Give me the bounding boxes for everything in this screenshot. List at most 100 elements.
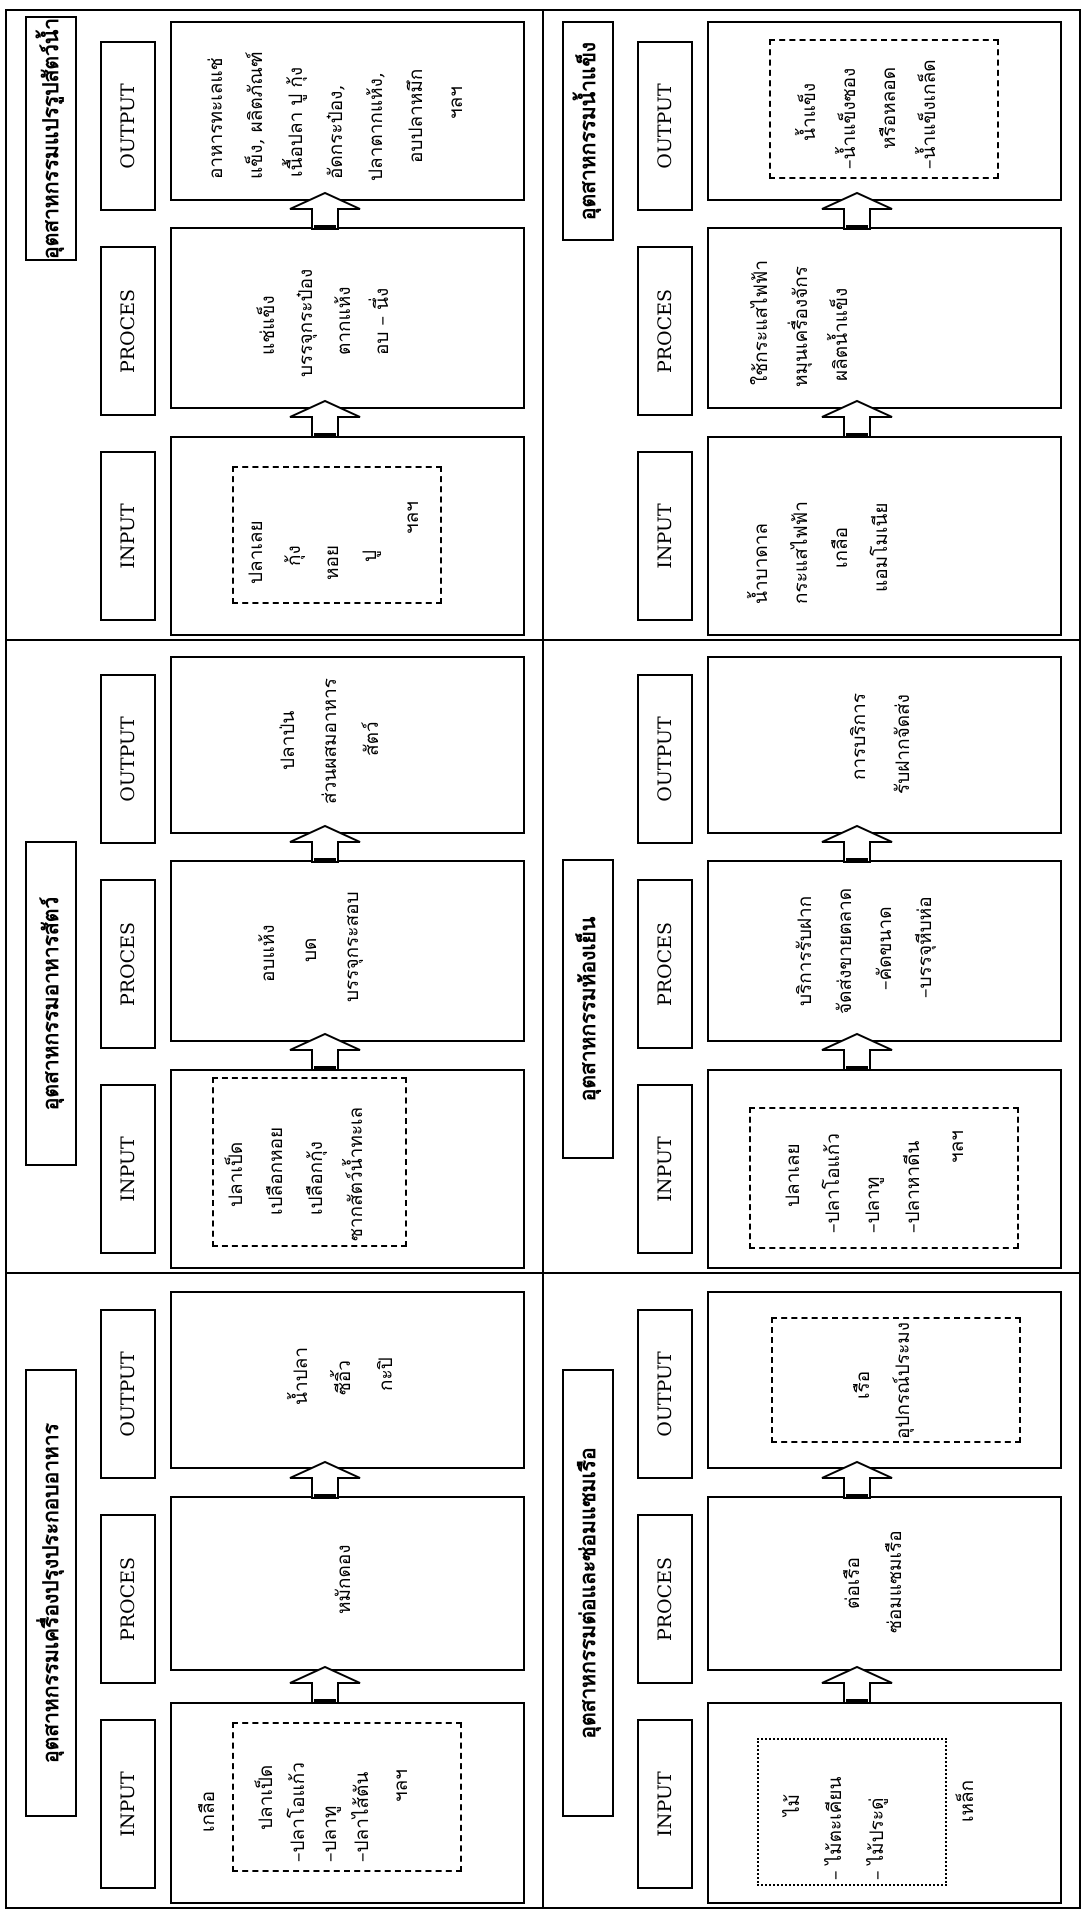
- process-line: ซ่อมแซมเรือ: [884, 1530, 906, 1633]
- output-box: เรือ อุปกรณ์ประมง: [707, 1291, 1062, 1469]
- input-box: ไม้ – ไม้ตะเคียน – ไม้ประดู่ เหล็ก: [707, 1702, 1062, 1904]
- output-box: การบริการ รับฝากจัดส่ง: [707, 656, 1062, 834]
- flow-arrow-icon: [289, 1460, 361, 1499]
- panel-title: อุตสาหกรรมน้ำแข็ง: [562, 21, 614, 241]
- input-line: –ปลาโอแก้ว: [822, 1133, 844, 1233]
- output-header: OUTPUT: [637, 1309, 693, 1479]
- input-header: INPUT: [100, 1719, 156, 1889]
- panel-title: อุตสาหกรรมห้องเย็น: [562, 859, 614, 1159]
- process-line: แช่แข็ง: [257, 295, 279, 355]
- flow-arrow-icon: [821, 399, 893, 438]
- process-line: จัดส่งขายตลาด: [834, 887, 856, 1014]
- process-header: PROCES: [100, 1514, 156, 1684]
- input-line: ปลาเลย: [782, 1143, 804, 1207]
- process-line: อบแห้ง: [257, 924, 279, 982]
- input-line: –ปลาโอแก้ว: [287, 1762, 309, 1862]
- input-header: INPUT: [100, 451, 156, 621]
- output-line: สัตว์: [361, 721, 383, 756]
- process-header: PROCES: [637, 1514, 693, 1684]
- output-line: –น้ำแข็งเกล็ด: [918, 59, 940, 169]
- output-line: –น้ำแข็งซอง: [838, 67, 860, 169]
- flow-arrow-icon: [289, 1032, 361, 1071]
- input-line: เกลือ: [830, 526, 852, 568]
- output-line: ฯลฯ: [445, 86, 467, 119]
- flow-arrow-icon: [821, 191, 893, 230]
- panel-title: อุตสาหกรรมเครื่องปรุงประกอบอาหาร: [25, 1369, 77, 1817]
- process-line: ผลิตน้ำแข็ง: [830, 287, 852, 381]
- flow-arrow-icon: [821, 824, 893, 863]
- process-line: หมุนเครื่องจักร: [790, 266, 812, 387]
- output-box: อาหารทะเลแช่ แข็ง, ผลิตภัณฑ์ เนื้อปลา ปู…: [170, 21, 525, 201]
- output-line: ปลาตากแห้ง,: [365, 72, 387, 181]
- output-line: เนื้อปลา ปู กุ้ง: [285, 66, 307, 177]
- input-line: –ปลาทู: [862, 1176, 884, 1233]
- flow-arrow-icon: [289, 1665, 361, 1704]
- input-line: – ไม้ตะเคียน: [824, 1776, 846, 1881]
- input-header: INPUT: [100, 1084, 156, 1254]
- flow-arrow-icon: [821, 1032, 893, 1071]
- input-line: เกลือ: [197, 1790, 219, 1832]
- output-line: การบริการ: [848, 692, 870, 780]
- process-box: แช่แข็ง บรรจุกระป๋อง ตากแห้ง อบ – นึ่ง: [170, 227, 525, 409]
- input-line: ซากสัตว์น้ำทะเล: [345, 1106, 367, 1241]
- process-line: หมักดอง: [333, 1544, 355, 1614]
- input-line: ปลาเลย: [245, 520, 267, 584]
- output-line: รับฝากจัดส่ง: [892, 694, 914, 794]
- process-line: ต่อเรือ: [842, 1557, 864, 1609]
- output-line: อัดกระป๋อง,: [325, 84, 347, 179]
- output-line: หรือหลอด: [878, 66, 900, 149]
- panel-title: อุตสาหกรรมแปรรูปสัตว์น้ำ: [25, 16, 77, 261]
- output-line: กะปิ: [375, 1357, 397, 1391]
- output-box: น้ำปลา ซีอิ้ว กะปิ: [170, 1291, 525, 1469]
- process-line: บริการรับฝาก: [794, 895, 816, 1006]
- output-header: OUTPUT: [637, 674, 693, 844]
- output-line: น้ำปลา: [290, 1346, 312, 1405]
- input-header: INPUT: [637, 451, 693, 621]
- output-line: เรือ: [852, 1370, 874, 1399]
- flow-arrow-icon: [821, 1460, 893, 1499]
- input-line: หอย: [321, 544, 343, 580]
- process-box: อบแห้ง บด บรรจุกระสอบ: [170, 860, 525, 1042]
- input-box: น้ำบาดาล กระแสไฟฟ้า เกลือ แอมโมเนีย: [707, 436, 1062, 636]
- flow-arrow-icon: [289, 399, 361, 438]
- output-line: แข็ง, ผลิตภัณฑ์: [245, 51, 267, 179]
- input-line: –ปลาหาดีน: [902, 1140, 924, 1233]
- output-header: OUTPUT: [637, 41, 693, 211]
- output-line: อาหารทะเลแช่: [205, 57, 227, 180]
- process-box: บริการรับฝาก จัดส่งขายตลาด –คัดขนาด –บรร…: [707, 860, 1062, 1042]
- process-line: ตากแห้ง: [333, 286, 355, 355]
- output-box: น้ำแข็ง –น้ำแข็งซอง หรือหลอด –น้ำแข็งเกล…: [707, 21, 1062, 201]
- input-header: INPUT: [637, 1084, 693, 1254]
- process-line: ใช้กระแสไฟฟ้า: [750, 259, 772, 385]
- input-line: แอมโมเนีย: [870, 502, 892, 592]
- input-line: ฯลฯ: [401, 501, 423, 534]
- output-header: OUTPUT: [100, 41, 156, 211]
- process-line: –บรรจุหีบห่อ: [914, 896, 936, 998]
- panel-title: อุตสาหกรรมต่อและซ่อมแซมเรือ: [562, 1369, 614, 1817]
- input-line: –ปลาทู: [319, 1805, 341, 1862]
- output-box: ปลาป่น ส่วนผสมอาหาร สัตว์: [170, 656, 525, 834]
- input-line: กุ้ง: [283, 545, 305, 566]
- output-line: อบปลาหมึก: [405, 68, 427, 163]
- process-box: หมักดอง: [170, 1496, 525, 1671]
- flow-arrow-icon: [289, 824, 361, 863]
- input-box: ปลาเลย –ปลาโอแก้ว –ปลาทู –ปลาหาดีน ฯลฯ: [707, 1069, 1062, 1269]
- input-box: ปลาเลย กุ้ง หอย ปู ฯลฯ: [170, 436, 525, 636]
- input-line: ปู: [359, 549, 381, 562]
- input-line: ฯลฯ: [390, 1769, 412, 1802]
- flow-arrow-icon: [289, 191, 361, 230]
- process-header: PROCES: [100, 246, 156, 416]
- input-box: ปลาเป็ด เปลือกหอย เปลือกกุ้ง ซากสัตว์น้ำ…: [170, 1069, 525, 1269]
- process-box: ใช้กระแสไฟฟ้า หมุนเครื่องจักร ผลิตน้ำแข็…: [707, 227, 1062, 409]
- row-divider: [542, 9, 544, 1909]
- input-line: ปลาเป็ด: [255, 1764, 277, 1830]
- input-line: – ไม้ประดู่: [866, 1797, 888, 1880]
- panel-title: อุตสาหกรรมอาหารสัตว์: [25, 841, 77, 1166]
- process-header: PROCES: [637, 246, 693, 416]
- output-line: อุปกรณ์ประมง: [892, 1321, 914, 1439]
- process-line: บรรจุกระป๋อง: [295, 268, 317, 377]
- input-line: –ปลาไส้ตัน: [351, 1771, 373, 1862]
- input-line: เหล็ก: [956, 1779, 978, 1822]
